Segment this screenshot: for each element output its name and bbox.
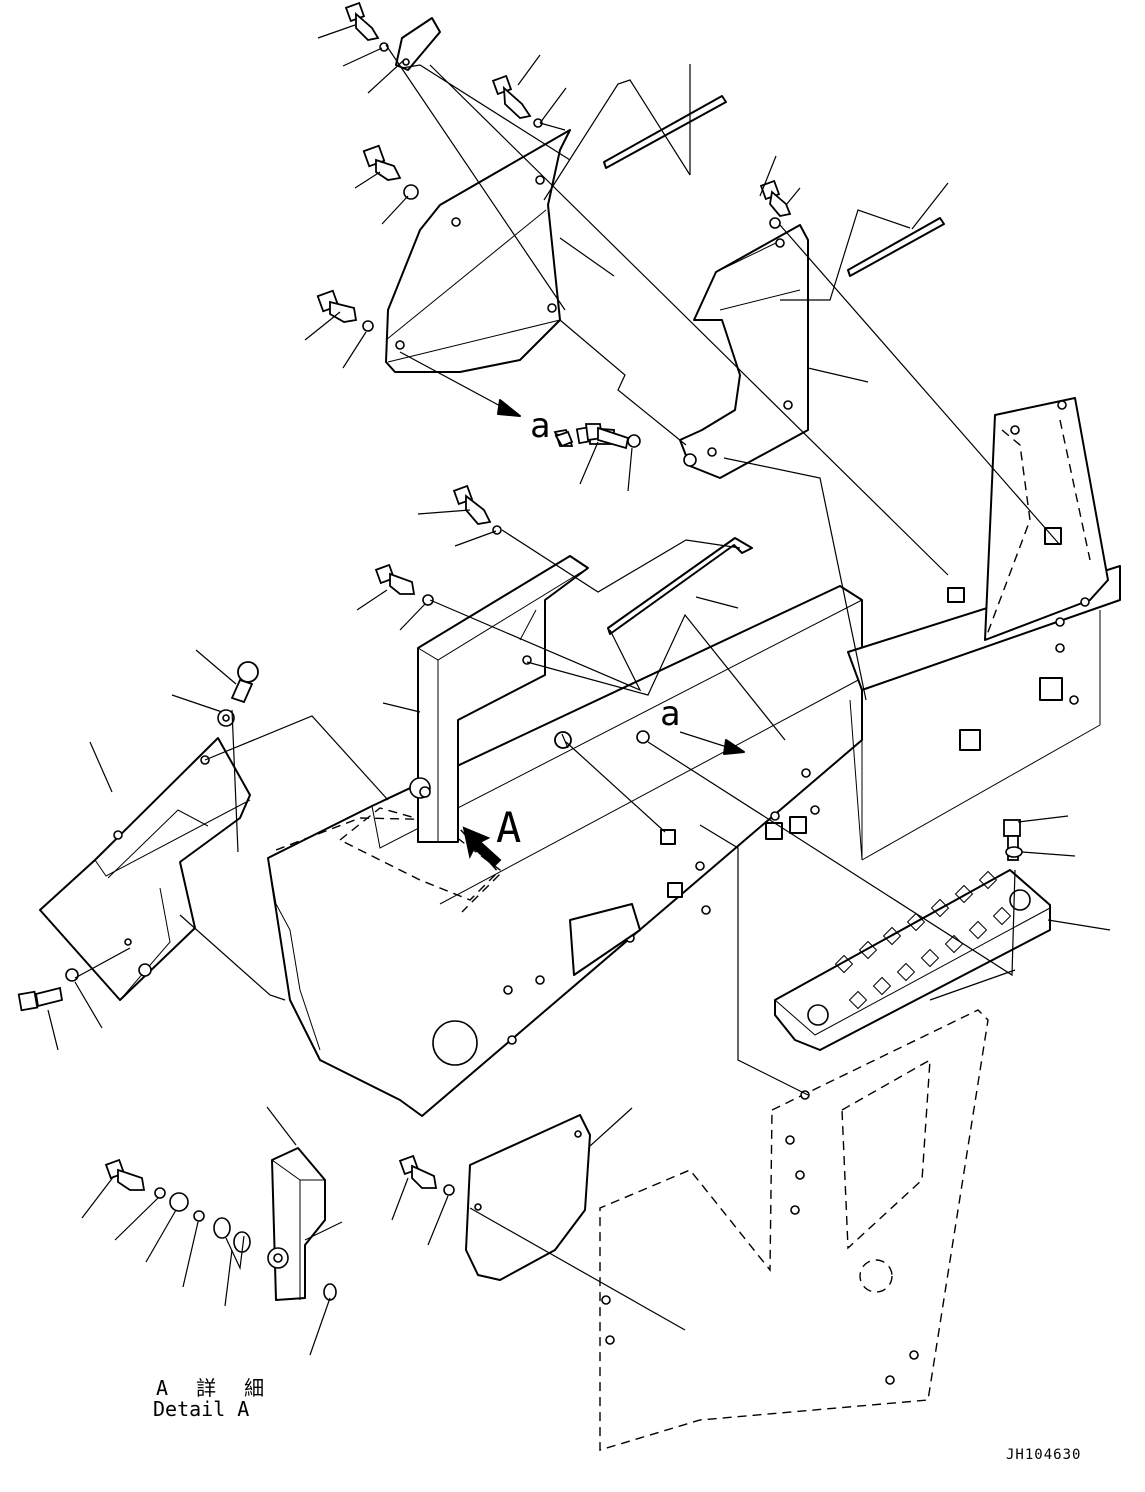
- nut-block: [947, 587, 965, 603]
- main-frame: [267, 397, 1121, 1117]
- washer: [403, 184, 419, 200]
- washer: [1005, 846, 1023, 858]
- washer: [769, 217, 781, 229]
- upper-cover: [385, 129, 571, 373]
- seal-strip: [603, 95, 727, 169]
- step-plate: [774, 869, 1051, 1051]
- washer: [323, 1283, 337, 1301]
- lower-frame-plate: [599, 1009, 989, 1451]
- washer: [65, 968, 79, 982]
- ref-letter-upper: a: [530, 406, 550, 446]
- small-plate: [465, 1114, 591, 1281]
- washer: [443, 1184, 455, 1196]
- bolt: [491, 74, 532, 119]
- bolt: [104, 1158, 146, 1191]
- bolt: [554, 731, 572, 749]
- nut-block: [667, 882, 683, 898]
- left-cover: [39, 737, 251, 1001]
- washer: [636, 730, 650, 744]
- washer: [362, 320, 374, 332]
- drawing-number: JH104630: [1006, 1447, 1082, 1463]
- seal-strip: [607, 537, 753, 635]
- bolts: [17, 1, 1023, 1301]
- nut-block: [765, 822, 783, 840]
- step-plate-holes: [834, 870, 1012, 1010]
- bolt: [759, 179, 792, 217]
- bolt: [398, 1154, 438, 1189]
- detail-a-bracket: [267, 1147, 343, 1301]
- detail-label-en: Detail A: [153, 1397, 250, 1421]
- right-bracket: [679, 224, 809, 479]
- bolt: [374, 563, 416, 595]
- direction-arrows: [399, 351, 745, 868]
- washer: [213, 1217, 231, 1239]
- nut-block: [789, 816, 807, 834]
- washer: [154, 1187, 166, 1199]
- view-letter: A: [496, 803, 521, 852]
- seal-strip: [847, 217, 945, 277]
- nut-block: [1039, 677, 1063, 701]
- view-arrow: [462, 826, 502, 868]
- ref-letter-lower: a: [660, 694, 680, 734]
- nut-block: [660, 829, 676, 845]
- frame-slot-bracket: [569, 903, 641, 976]
- leader-lines: [47, 24, 1111, 1356]
- nut-block: [959, 729, 981, 751]
- bolt: [17, 986, 64, 1012]
- bolt: [344, 1, 380, 41]
- bolt: [584, 423, 630, 450]
- washer: [492, 525, 502, 535]
- bolt: [230, 661, 259, 704]
- washer: [193, 1210, 205, 1222]
- bolt: [316, 289, 358, 323]
- bolt: [554, 430, 574, 448]
- washer: [627, 434, 641, 448]
- washer: [422, 594, 434, 606]
- detail-label-jp: A 詳 細: [156, 1376, 273, 1400]
- washer: [169, 1192, 189, 1212]
- bolt: [362, 144, 402, 181]
- bolt: [452, 484, 492, 525]
- frame-large-hole: [432, 1020, 478, 1066]
